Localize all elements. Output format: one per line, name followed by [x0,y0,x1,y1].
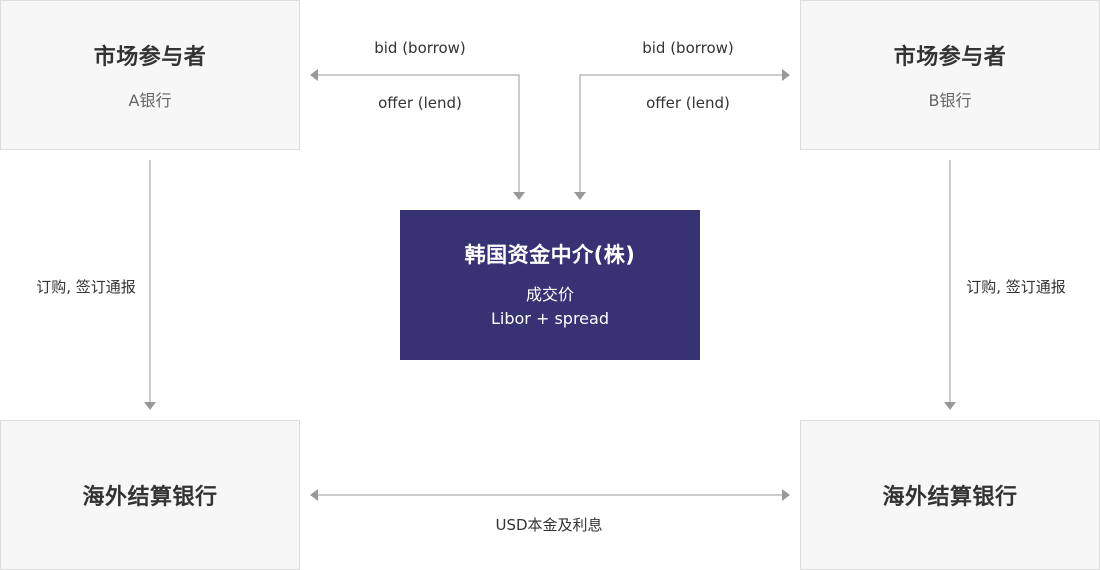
participant-b-subtitle: B银行 [928,91,972,110]
right-order-label: 订购, 签订通报 [966,278,1066,296]
broker-line-1: 成交价 [525,285,574,304]
left-bid-offer-connector [318,74,520,192]
settlement-bank-right-box: 海外结算银行 [800,420,1100,570]
broker-box: 韩国资金中介(株) 成交价 Libor + spread [400,210,700,360]
arrowhead-center-left [513,192,525,200]
arrowhead-left-top [310,69,318,81]
arrowhead-left-down [144,402,156,410]
participant-b-title: 市场参与者 [893,45,1007,70]
left-bid-label: bid (borrow) [374,39,466,57]
left-order-label: 订购, 签订通报 [36,278,136,296]
arrowhead-center-right [574,192,586,200]
right-offer-label: offer (lend) [646,94,730,112]
settlement-bank-right-title: 海外结算银行 [882,485,1018,510]
usd-flow-label: USD本金及利息 [495,516,603,534]
arrowhead-right-down [944,402,956,410]
right-bid-label: bid (borrow) [642,39,734,57]
settlement-bank-left-box: 海外结算银行 [0,420,300,570]
left-offer-label: offer (lend) [378,94,462,112]
settlement-bank-left-title: 海外结算银行 [82,485,218,510]
arrowhead-bottom-right [782,489,790,501]
arrowhead-right-top [782,69,790,81]
broker-line-2: Libor + spread [491,309,609,328]
participant-a-title: 市场参与者 [93,45,207,70]
right-bid-offer-connector [579,74,782,192]
participant-a-subtitle: A银行 [128,91,172,110]
arrowhead-bottom-left [310,489,318,501]
broker-title: 韩国资金中介(株) [464,243,636,267]
participant-a-box: 市场参与者 A银行 [0,0,300,150]
